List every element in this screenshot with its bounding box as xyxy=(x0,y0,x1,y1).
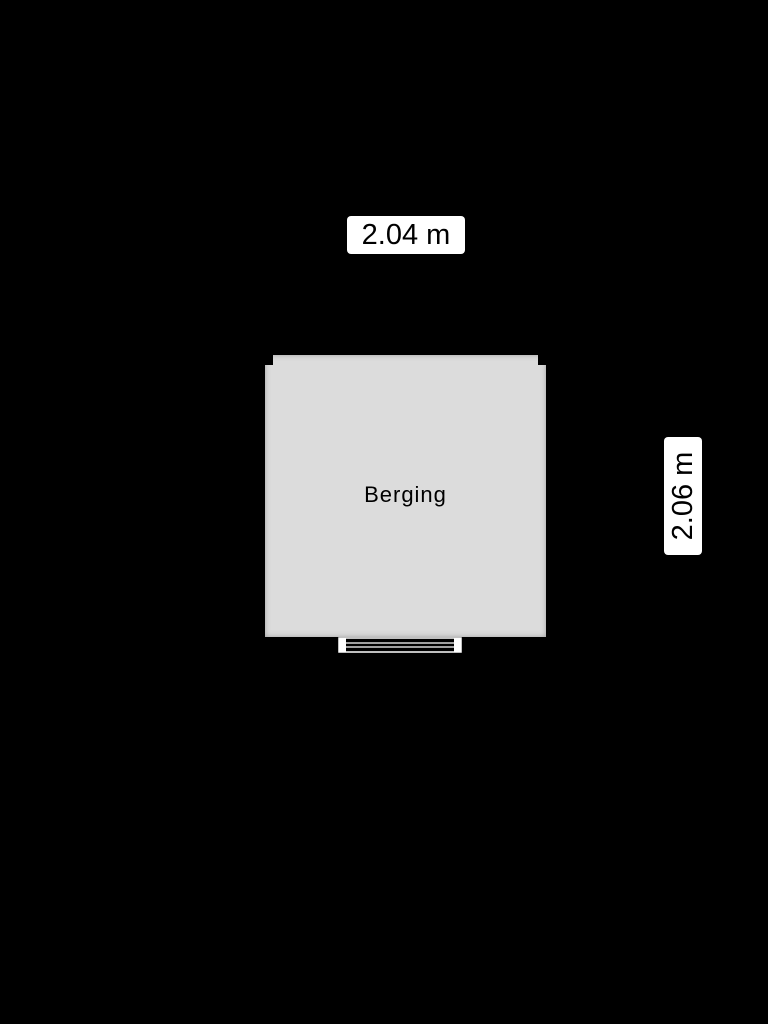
width-dimension-label: 2.04 m xyxy=(347,216,465,254)
room-name-label: Berging xyxy=(364,482,447,507)
room-berging xyxy=(265,355,546,637)
height-dimension-label: 2.06 m xyxy=(664,437,702,555)
height-dimension-wrapper: 2.06 m xyxy=(664,437,702,555)
wall-corner-right xyxy=(538,355,546,365)
wall-corner-left xyxy=(265,355,273,365)
door-threshold xyxy=(338,637,462,653)
